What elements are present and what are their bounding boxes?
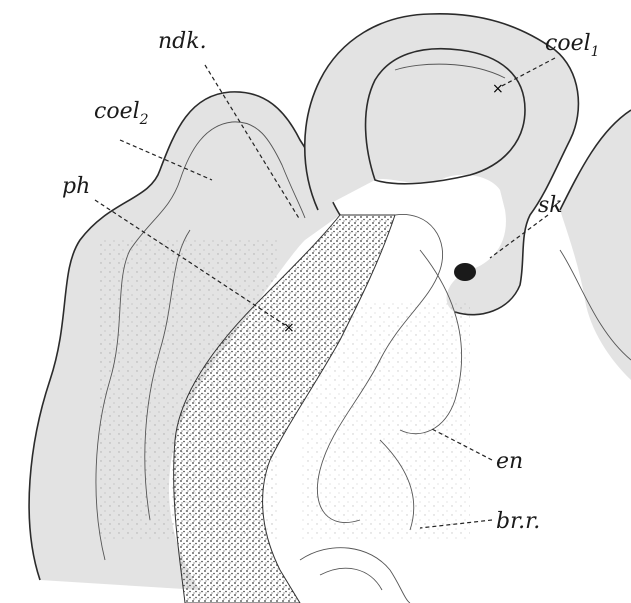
branchial-rim — [300, 548, 410, 603]
skeletal-element-mark — [454, 263, 476, 281]
label-coel1: coel1 — [545, 31, 600, 60]
label-ndk: ndk. — [158, 29, 207, 54]
label-en: en — [496, 449, 523, 474]
label-sk: sk — [538, 193, 563, 218]
coel1-cross-marker: × — [492, 81, 504, 97]
label-brr: br.r. — [496, 509, 540, 534]
ph-cross-marker: × — [283, 320, 295, 336]
right-tissue-fragment — [560, 110, 631, 380]
label-ph: ph — [62, 174, 90, 199]
label-coel2: coel2 — [94, 99, 149, 128]
